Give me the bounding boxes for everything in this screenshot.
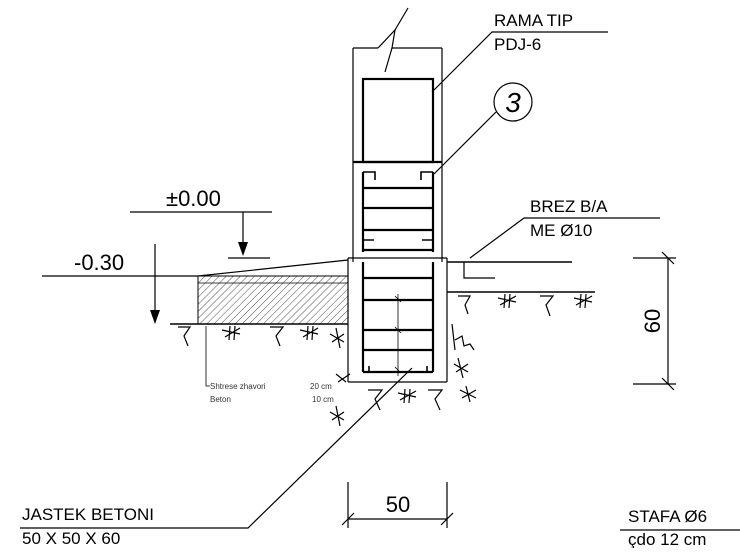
column-rebar-upper [353,77,442,252]
leader-layers [205,326,210,387]
level-marker-zero [130,211,272,259]
label-stafa: STAFA Ø6 [628,507,707,526]
ground-right [447,261,595,293]
column-outline [352,47,443,262]
dimension-width-value: 50 [386,492,410,517]
leader-rama [431,31,608,93]
leader-callout-3 [433,82,533,175]
label-pdj: PDJ-6 [494,35,541,54]
dimension-width [341,482,454,528]
break-line-symbol [377,7,412,73]
layer2-value: 10 cm [312,395,334,404]
callout-number: 3 [505,87,521,118]
label-rama-tip: RAMA TIP [494,11,573,30]
layer1-name: Shtrese zhavori [210,382,266,391]
label-brez: BREZ B/A [530,197,608,216]
layer2-name: Beton [210,395,231,404]
label-me-diam: ME Ø10 [530,221,592,240]
soil-symbols [178,293,593,427]
label-level-minus: -0.30 [74,250,124,275]
footing-rebar [361,262,435,376]
dimension-height-value: 60 [640,309,665,333]
leader-jastek [20,367,413,529]
ground-slab-left [170,259,349,325]
leader-brez [469,217,660,259]
level-marker-minus [42,244,198,324]
label-jastek-size: 50 X 50 X 60 [22,529,120,548]
label-level-zero: ±0.00 [166,186,221,211]
label-jastek: JASTEK BETONI [22,505,154,524]
label-stafa-spacing: çdo 12 cm [628,530,706,548]
layer1-value: 20 cm [310,382,332,391]
dimension-height [633,251,676,391]
